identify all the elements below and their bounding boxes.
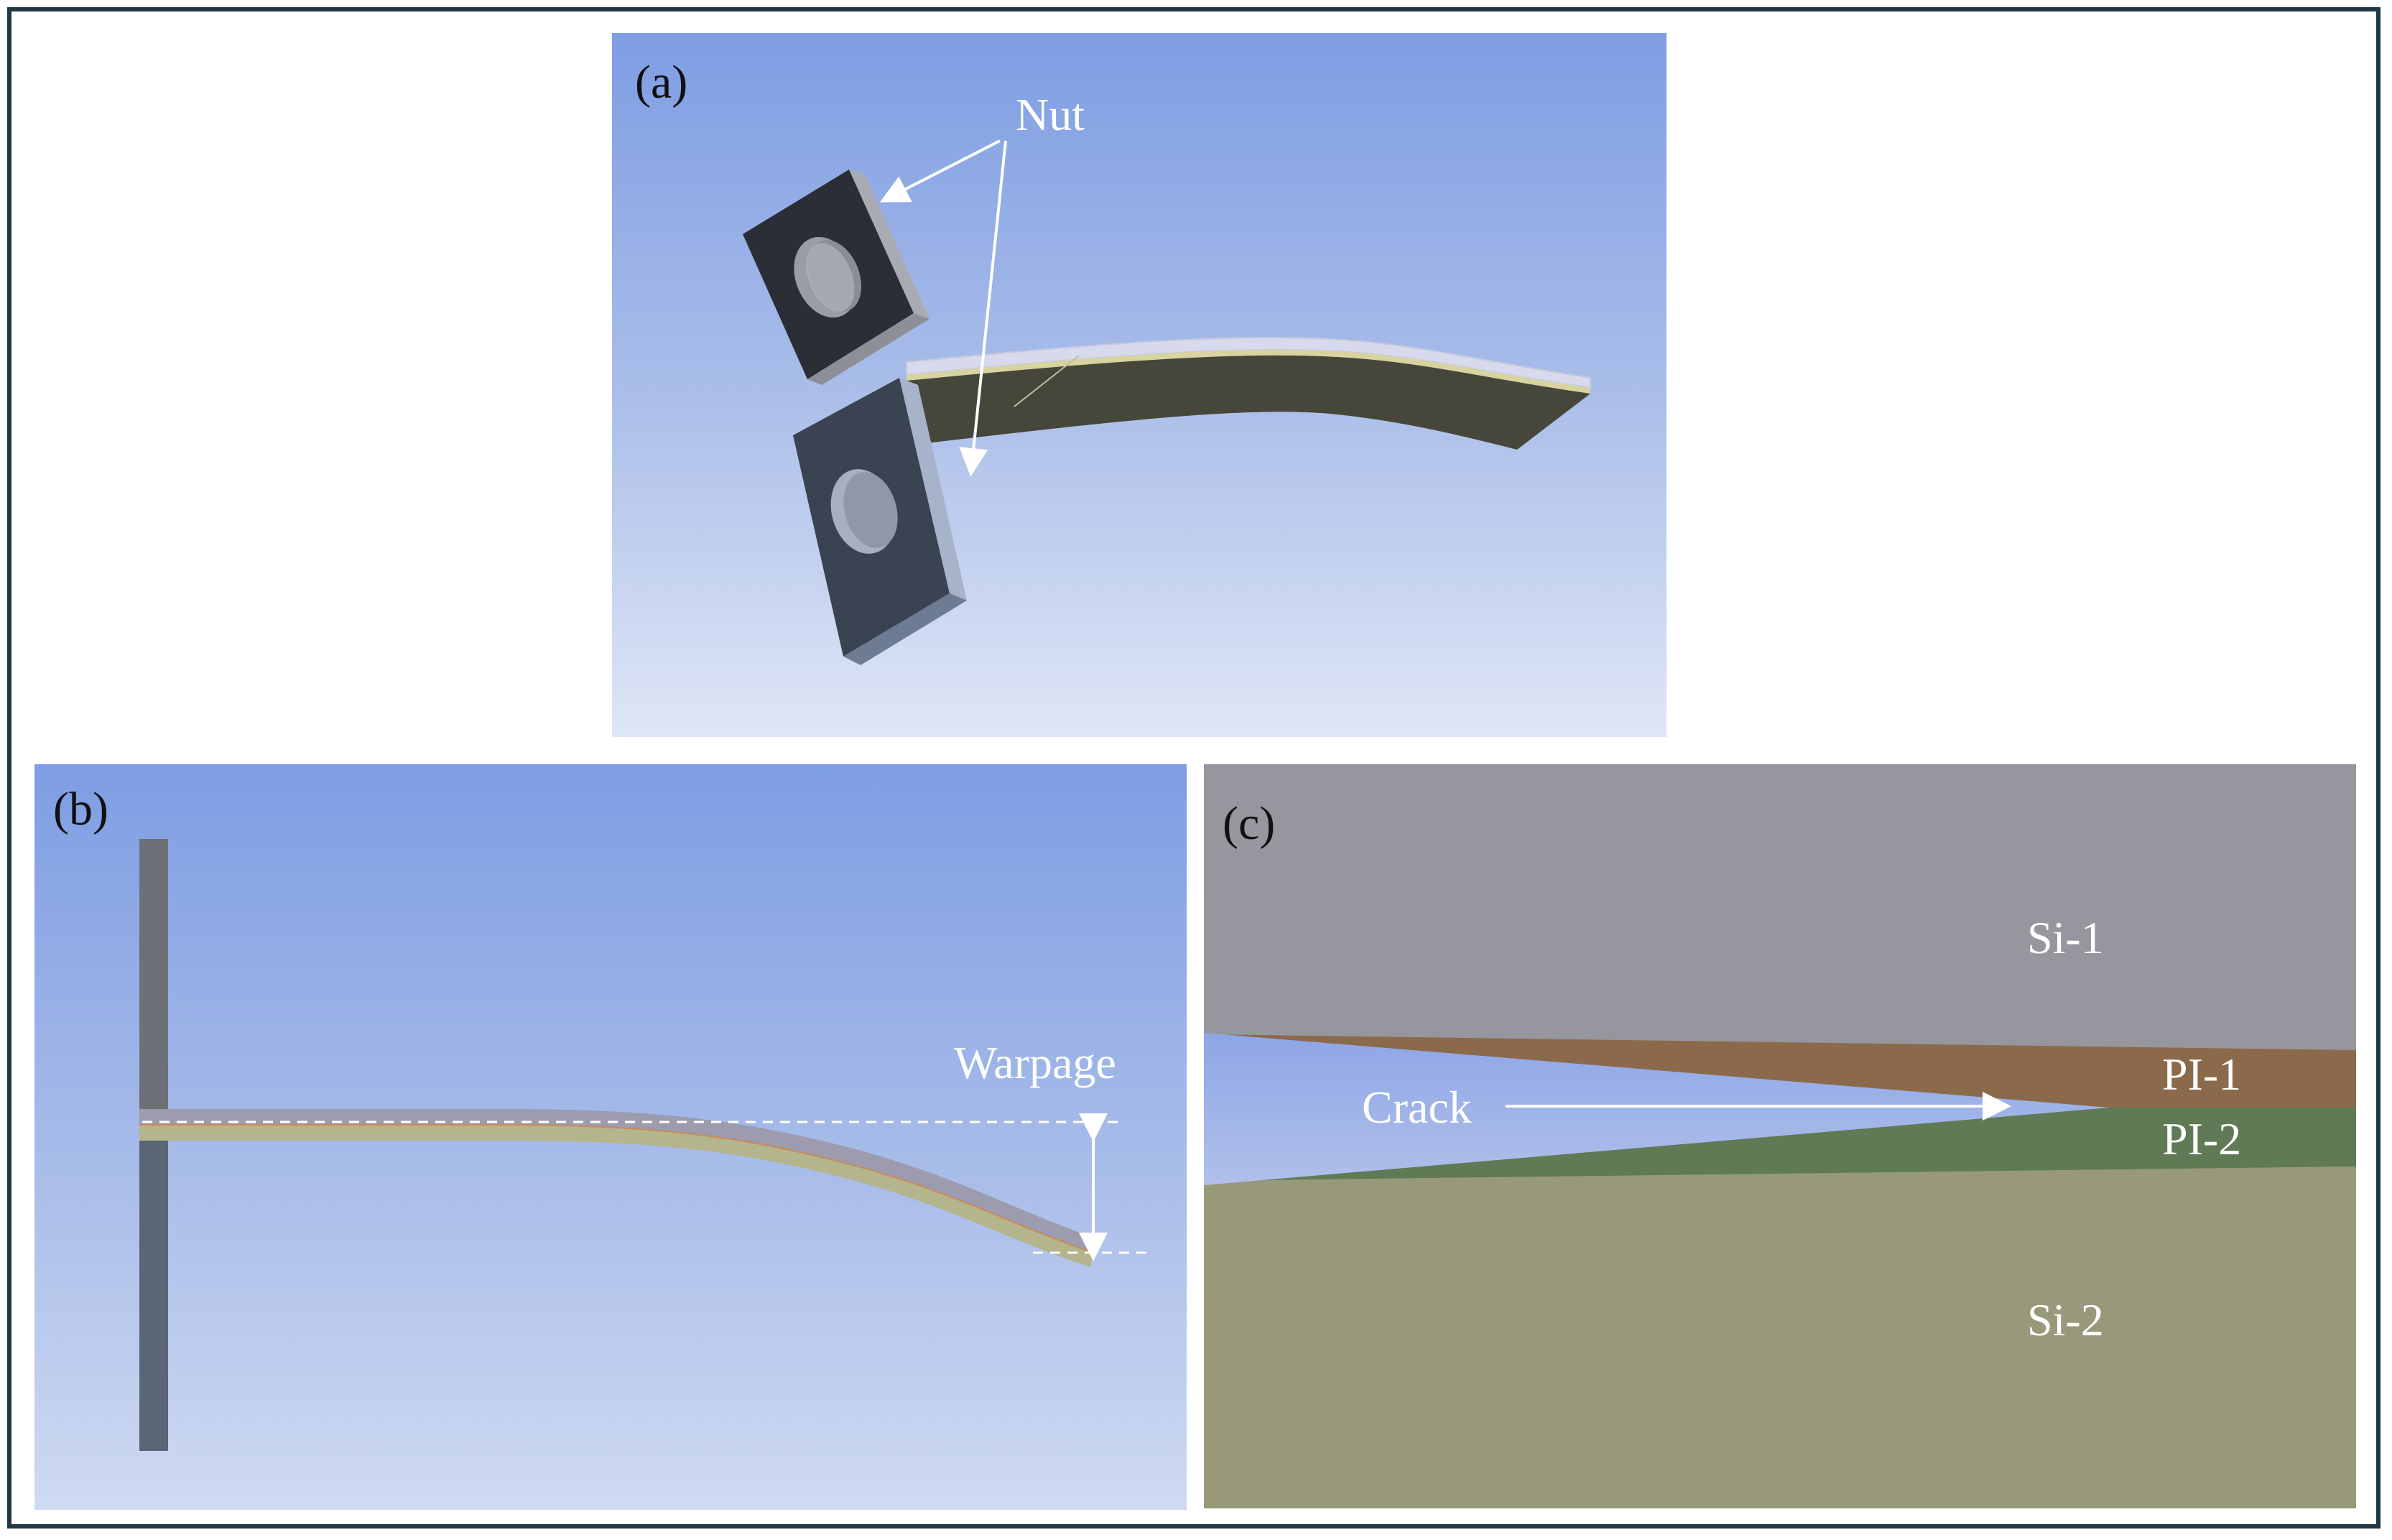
nut-arrow-upper [879, 139, 1001, 203]
strip-side-body [907, 355, 1590, 450]
layer-label-pi1: PI-1 [2162, 1049, 2242, 1100]
layer-label-si2: Si-2 [2027, 1294, 2104, 1345]
layer-si1 [1204, 764, 2356, 1044]
panel-c-crack-cross-section: (c) Si-1 PI-1 PI-2 Si-2 Crack [1204, 764, 2356, 1508]
layer-pi2 [1204, 1108, 2356, 1181]
layer-label-si1: Si-1 [2027, 912, 2104, 963]
layer-si2 [1204, 1166, 2356, 1508]
nut-label: Nut [1016, 89, 1085, 140]
crack-opening [1204, 1033, 2109, 1185]
panel-b-tag: (b) [53, 783, 108, 835]
beam-top-layer [139, 1109, 1096, 1253]
crack-label: Crack [1362, 1082, 1472, 1133]
clamp-lower [139, 1135, 168, 1451]
panel-b-graphic [139, 839, 1149, 1451]
nut-arrow-lower [959, 140, 1007, 477]
panel-c-tag: (c) [1223, 797, 1276, 850]
figure-frame [7, 7, 2381, 1529]
panel-b-side-view: (b) Warpage [34, 764, 1187, 1510]
panel-a-tag: (a) [635, 56, 688, 108]
warpage-label: Warpage [954, 1037, 1116, 1088]
strip-edge-layer [907, 349, 1590, 394]
upper-nut [743, 170, 930, 385]
panel-a-3d-model-view: (a) Nut [612, 33, 1666, 737]
strip-seam-line [1014, 355, 1080, 407]
beam-bottom-layer [139, 1125, 1093, 1267]
clamp-upper [139, 839, 168, 1109]
layer-pi1 [1204, 1034, 2356, 1108]
lower-nut [793, 378, 967, 665]
panel-a-graphic [743, 139, 1591, 665]
beam-interface-line [139, 1124, 1094, 1253]
layer-label-pi2: PI-2 [2162, 1113, 2242, 1164]
panel-c-graphic [1204, 764, 2356, 1508]
